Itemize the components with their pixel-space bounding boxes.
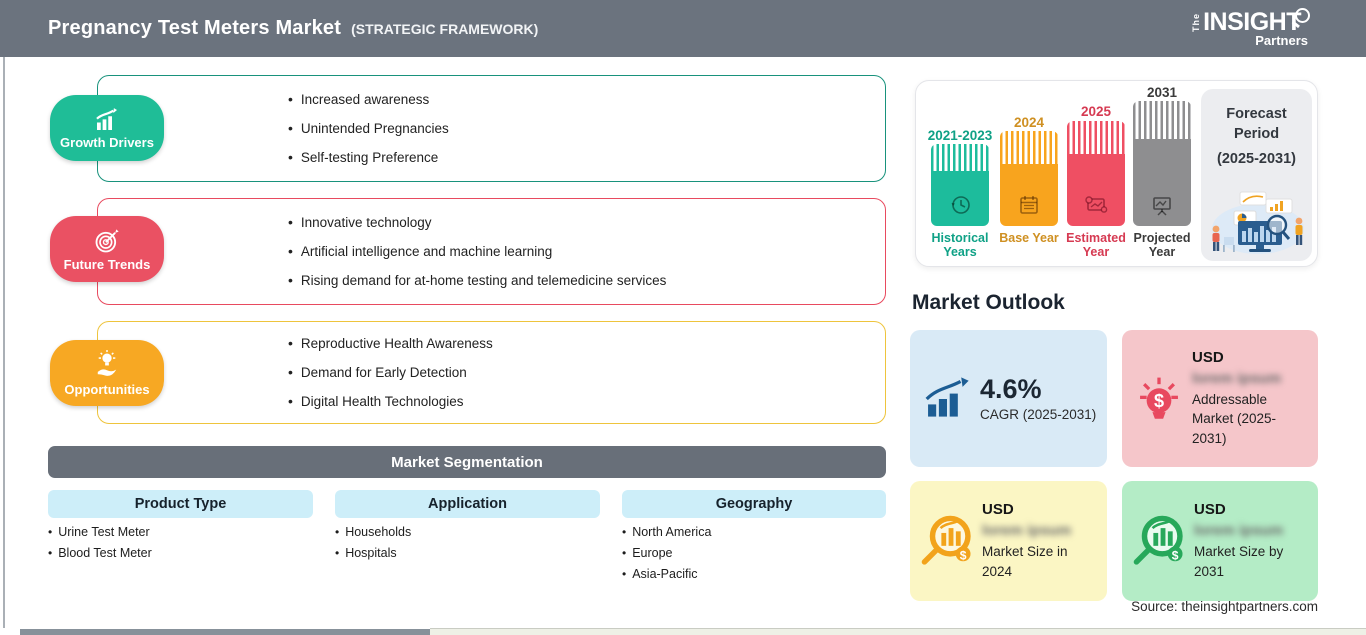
list-item: •Demand for Early Detection [288, 364, 467, 380]
growth-drivers-badge: Growth Drivers [50, 95, 164, 161]
growth-drivers-box: •Increased awareness •Unintended Pregnan… [97, 75, 886, 182]
cagr-value: 4.6% [980, 373, 1042, 404]
timeline-caption: Base Year [999, 231, 1059, 245]
timeline-year: 2021-2023 [927, 128, 993, 143]
list-item: •Self-testing Preference [288, 149, 439, 165]
logo-partners-text: Partners [1255, 33, 1308, 48]
dollar-bulb-icon: $ [1140, 377, 1178, 419]
card-label: Market Size in 2024 [982, 543, 1068, 579]
analytics-illustration [1212, 191, 1304, 254]
badge-label: Future Trends [63, 256, 151, 272]
timeline-year: 2024 [1013, 115, 1045, 130]
logo-the-text: The [1191, 12, 1202, 32]
timeline-caption: Projected Year [1133, 231, 1191, 260]
list-item: •Rising demand for at-home testing and t… [288, 272, 667, 288]
cagr-label: CAGR (2025-2031) [980, 407, 1097, 423]
growth-chart-icon [96, 107, 117, 130]
badge-label: Growth Drivers [60, 134, 154, 150]
card-label: Market Size by 2031 [1194, 543, 1284, 579]
svg-text:$: $ [1154, 391, 1164, 411]
list-item: •Unintended Pregnancies [288, 120, 449, 136]
magnifier-logo-icon [1295, 8, 1310, 23]
timeline-caption: Historical Years [931, 231, 989, 260]
timeline-bar-estimated [1067, 121, 1125, 226]
timeline-bar-projected [1133, 101, 1191, 226]
market-outlook-title: Market Outlook [912, 291, 1065, 314]
timeline-bar-historical [931, 144, 989, 226]
magnifier-chart-icon: $ [1133, 515, 1183, 565]
page-left-edge [3, 57, 5, 628]
target-icon [95, 228, 119, 252]
market-size-2024-card: $ USD lorem ipsum Market Size in 2024 [910, 481, 1107, 601]
timeline-panel: 2021-2023 2024 2025 2031 [915, 80, 1318, 267]
segment-column-geography: Geography [622, 490, 886, 518]
list-item: •Digital Health Technologies [288, 393, 464, 409]
insight-partners-logo: The INSIGHT Partners [1191, 8, 1310, 48]
badge-label: Opportunities [64, 381, 150, 397]
masked-value: lorem ipsum [982, 521, 1072, 539]
projection-screen-icon [1153, 197, 1171, 216]
list-item: •Europe [622, 546, 673, 560]
source-attribution: Source: theinsightpartners.com [1131, 599, 1318, 614]
timeline-caption: Estimated Year [1066, 231, 1126, 260]
timeline-year: 2025 [1080, 104, 1112, 119]
forecast-period-panel: Forecast Period (2025-2031) [1201, 89, 1312, 261]
bottom-divider-right [430, 628, 1366, 635]
list-item: •Asia-Pacific [622, 567, 698, 581]
opportunities-box: •Reproductive Health Awareness •Demand f… [97, 321, 886, 424]
currency-label: USD [1194, 500, 1226, 518]
cagr-bar-chart-icon [925, 376, 969, 417]
magnifier-chart-icon: $ [921, 515, 971, 565]
logo-insight-text: INSIGHT [1203, 8, 1301, 36]
header-bar: Pregnancy Test Meters Market (STRATEGIC … [0, 0, 1366, 57]
market-segmentation-header: Market Segmentation [48, 446, 886, 478]
timeline-year: 2031 [1146, 85, 1178, 100]
geography-items: •North America •Europe •Asia-Pacific [622, 526, 711, 581]
opportunities-badge: Opportunities [50, 340, 164, 406]
addressable-market-card: $ USD lorem ipsum Addressable Market (20… [1122, 330, 1318, 467]
market-size-2031-card: $ USD lorem ipsum Market Size by 2031 [1122, 481, 1318, 601]
svg-text:$: $ [1172, 548, 1179, 562]
list-item: •Households [335, 525, 412, 539]
forecast-period-title: Forecast Period [1226, 106, 1287, 142]
page-title: Pregnancy Test Meters Market [48, 17, 342, 39]
segment-column-application: Application [335, 490, 600, 518]
calendar-icon [1020, 196, 1038, 214]
list-item: •Reproductive Health Awareness [288, 335, 493, 351]
application-items: •Households •Hospitals [335, 526, 411, 560]
estimation-gauge-icon [1085, 196, 1108, 213]
future-trends-box: •Innovative technology •Artificial intel… [97, 198, 886, 305]
list-item: •Innovative technology [288, 214, 432, 230]
list-item: •Urine Test Meter [48, 525, 150, 539]
list-item: •Blood Test Meter [48, 546, 152, 560]
history-clock-icon [951, 196, 970, 214]
list-item: •Hospitals [335, 546, 397, 560]
svg-text:$: $ [960, 548, 967, 562]
currency-label: USD [982, 500, 1014, 518]
product-type-items: •Urine Test Meter •Blood Test Meter [48, 526, 152, 560]
bulb-hand-icon [97, 349, 117, 376]
list-item: •Artificial intelligence and machine lea… [288, 243, 553, 259]
forecast-period-range: (2025-2031) [1217, 151, 1296, 168]
masked-value: lorem ipsum [1192, 369, 1282, 387]
list-item: •Increased awareness [288, 91, 430, 107]
card-label: Addressable Market (2025-2031) [1192, 391, 1277, 446]
segment-column-product-type: Product Type [48, 490, 313, 518]
future-trends-badge: Future Trends [50, 216, 164, 282]
currency-label: USD [1192, 348, 1224, 366]
cagr-card: 4.6% CAGR (2025-2031) [910, 330, 1107, 467]
page-subtitle: (STRATEGIC FRAMEWORK) [351, 21, 539, 37]
timeline-bar-base [1000, 131, 1058, 226]
masked-value: lorem ipsum [1194, 521, 1284, 539]
list-item: •North America [622, 525, 712, 539]
bottom-divider-left [20, 629, 430, 635]
